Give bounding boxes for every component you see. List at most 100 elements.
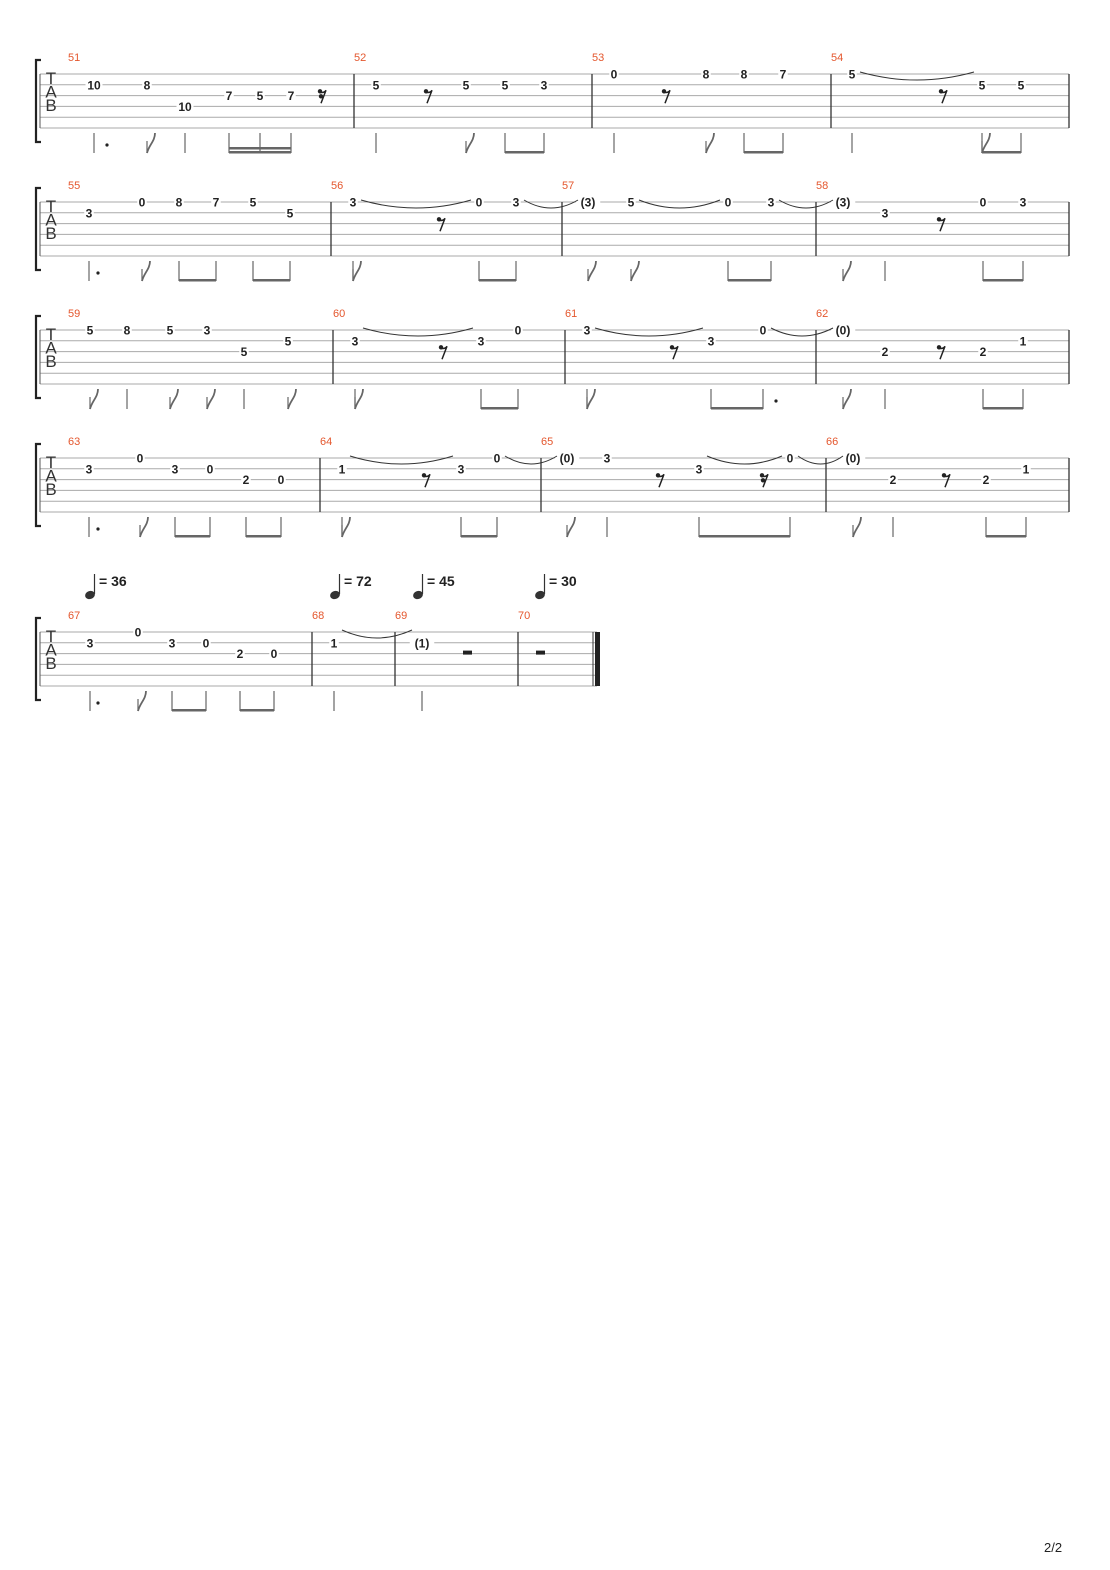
fret-number: 5 xyxy=(87,324,94,338)
fret-number: 3 xyxy=(86,206,93,220)
fret-number: 10 xyxy=(87,78,101,92)
fret-number: 0 xyxy=(278,473,285,487)
beam xyxy=(983,407,1023,410)
fret-number: 5 xyxy=(628,196,635,210)
tab-clef-letter: T xyxy=(46,627,56,646)
fret-number: 5 xyxy=(502,78,509,92)
tie-arc xyxy=(638,199,721,209)
fret-number: 5 xyxy=(257,89,264,103)
fret-number: 8 xyxy=(703,68,710,82)
fret-number: 3 xyxy=(708,334,715,348)
tab-clef-letter: B xyxy=(45,224,56,243)
measure-number: 60 xyxy=(333,308,345,320)
fret-number: 5 xyxy=(241,345,248,359)
eighth-rest-icon xyxy=(669,345,679,360)
measure: 69 (1) xyxy=(395,610,435,711)
fret-number: 7 xyxy=(226,89,233,103)
fret-number: 5 xyxy=(287,206,294,220)
note-flag xyxy=(587,260,597,282)
page-number: 2/2 xyxy=(1044,1540,1063,1555)
fret-number: (3) xyxy=(581,196,596,210)
measure-number: 55 xyxy=(68,180,80,192)
fret-number: 0 xyxy=(980,196,987,210)
note-flag xyxy=(852,516,862,538)
measure-number: 69 xyxy=(395,610,407,622)
beam xyxy=(744,151,783,154)
fret-number: 1 xyxy=(1020,334,1027,348)
fret-number: 3 xyxy=(87,636,94,650)
note-flag xyxy=(139,516,149,538)
half-rest-icon xyxy=(536,650,545,655)
measure-number: 54 xyxy=(831,52,843,64)
tie-arc xyxy=(360,199,472,209)
measure-number: 66 xyxy=(826,436,838,448)
quarter-note-icon xyxy=(413,590,423,600)
tempo-mark: = 45 xyxy=(413,573,455,600)
fret-number: 8 xyxy=(176,196,183,210)
tie-arc xyxy=(778,199,834,209)
fret-number: 2 xyxy=(237,647,244,661)
tie-arc xyxy=(797,455,844,465)
note-flag xyxy=(586,388,596,410)
eighth-rest-icon xyxy=(936,217,946,232)
tie-arc xyxy=(362,327,474,337)
note-flag xyxy=(981,132,991,154)
system-bracket xyxy=(34,186,41,272)
measure-number: 52 xyxy=(354,52,366,64)
tie-arc xyxy=(523,199,579,209)
measure-number: 68 xyxy=(312,610,324,622)
tie-arc xyxy=(594,327,704,337)
fret-number: 2 xyxy=(890,473,897,487)
tab-clef-letter: B xyxy=(45,480,56,499)
beam xyxy=(479,279,516,282)
note-flag xyxy=(341,516,351,538)
note-flag xyxy=(566,516,576,538)
tab-clef-letter: T xyxy=(46,325,56,344)
sixteenth-rest-icon xyxy=(759,473,769,488)
fret-number: 10 xyxy=(178,100,192,114)
final-barline-thick xyxy=(595,632,600,686)
beam xyxy=(229,151,291,154)
measure-number: 53 xyxy=(592,52,604,64)
fret-number: 3 xyxy=(604,452,611,466)
eighth-rest-icon xyxy=(421,473,431,488)
fret-number: 5 xyxy=(1018,78,1025,92)
beam xyxy=(481,407,518,410)
beam xyxy=(505,151,544,154)
fret-number: 5 xyxy=(373,78,380,92)
measure: 70 xyxy=(518,610,530,622)
beam xyxy=(711,407,763,410)
system-bracket xyxy=(34,314,41,400)
fret-number: 2 xyxy=(882,345,889,359)
tab-clef-letter: T xyxy=(46,197,56,216)
measure-number: 58 xyxy=(816,180,828,192)
beam xyxy=(175,535,210,538)
fret-number: 7 xyxy=(213,196,220,210)
duration-dot xyxy=(96,701,100,705)
measure-number: 70 xyxy=(518,610,530,622)
fret-number: 0 xyxy=(515,324,522,338)
measure-number: 62 xyxy=(816,308,828,320)
fret-number: (1) xyxy=(415,636,430,650)
fret-number: 3 xyxy=(696,462,703,476)
eighth-rest-icon xyxy=(655,473,665,488)
fret-number: 0 xyxy=(207,462,214,476)
fret-number: 3 xyxy=(169,636,176,650)
beam xyxy=(986,535,1026,538)
tab-clef-letter: T xyxy=(46,453,56,472)
fret-number: 0 xyxy=(137,452,144,466)
fret-number: 1 xyxy=(1023,462,1030,476)
fret-number: 2 xyxy=(243,473,250,487)
tempo-label: = 30 xyxy=(549,573,577,589)
measure-number: 63 xyxy=(68,436,80,448)
fret-number: 5 xyxy=(167,324,174,338)
